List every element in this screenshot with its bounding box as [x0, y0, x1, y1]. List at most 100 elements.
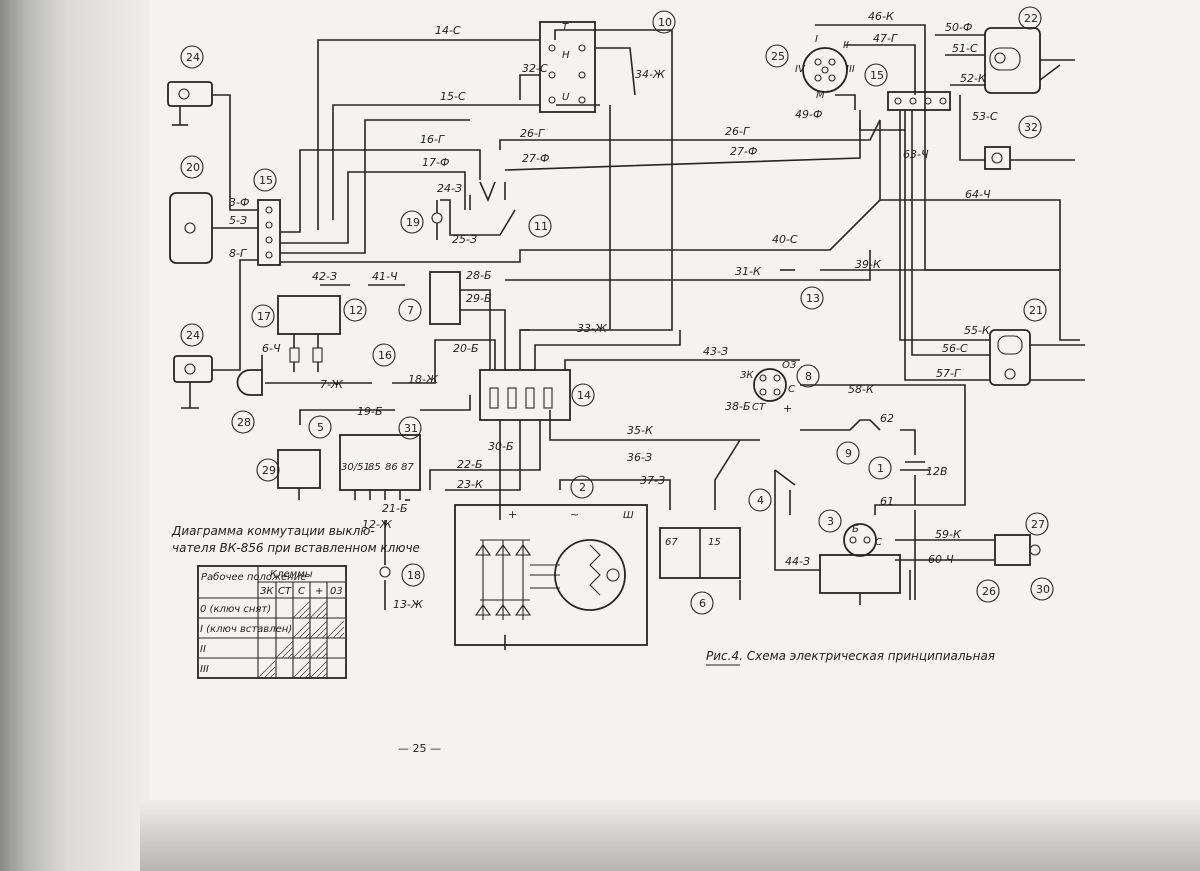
- wire-57: 57-Г: [936, 367, 961, 380]
- wire-38: 38-Б: [725, 400, 751, 413]
- gen-pin-sh: Ш: [623, 510, 634, 521]
- wire-55: 55-К: [964, 324, 991, 337]
- wire-23: 23-К: [457, 478, 484, 491]
- label-25: 25: [771, 50, 785, 63]
- label-19: 19: [406, 216, 420, 229]
- wire-50: 50-Ф: [945, 21, 972, 34]
- table-term-st: СТ: [278, 586, 292, 597]
- wire-43: 43-З: [703, 345, 728, 358]
- sw25-pin-M: М: [816, 90, 825, 101]
- wire-17: 17-Ф: [422, 156, 449, 169]
- lamp-27-30: [994, 534, 1041, 566]
- label-6: 6: [699, 597, 706, 610]
- lamp-18: [379, 566, 391, 578]
- component-numbers: 24 20 15 24 17 16 12 7 28 5 29 31 19 11 …: [180, 6, 1054, 615]
- wire-51: 51-С: [952, 42, 978, 55]
- wire-64: 64-Ч: [965, 188, 991, 201]
- wire-29: 29-Б: [466, 292, 492, 305]
- wire-59: 59-К: [935, 528, 962, 541]
- wire-7: 7-Ж: [320, 378, 344, 391]
- ign-pin-st: СТ: [752, 402, 766, 413]
- battery-1: [900, 461, 930, 471]
- wire-35: 35-К: [627, 424, 654, 437]
- wire-53: 53-С: [972, 110, 998, 123]
- wire-22: 22-Б: [457, 458, 483, 471]
- wire-36: 36-З: [627, 451, 652, 464]
- page-number: — 25 —: [398, 742, 441, 755]
- wire-61: 61: [880, 495, 894, 508]
- label-11: 11: [534, 220, 548, 233]
- table-title-line1: Диаграмма коммутации выклю-: [171, 524, 375, 538]
- table-row-2: II: [200, 644, 206, 655]
- label-24b: 24: [186, 329, 200, 342]
- label-27: 27: [1031, 518, 1045, 531]
- wire-27: 27-Ф: [522, 152, 549, 165]
- starter-pin-b: Б: [852, 524, 859, 535]
- ign-pin-o3: ОЗ: [782, 360, 797, 371]
- relay-17: [277, 295, 341, 372]
- wire-58: 58-К: [848, 383, 875, 396]
- ign-pin-plus: +: [783, 402, 792, 415]
- relay-pin-86: 86: [385, 462, 398, 473]
- wire-15: 15-С: [440, 90, 466, 103]
- lamp-22-right: [984, 27, 1041, 94]
- generator-2: [454, 504, 648, 650]
- commutation-diagram: Диаграмма коммутации выклю- чателя ВК-85…: [171, 524, 420, 679]
- wire-labels: 14-С 15-С 16-Г 26-Г 17-Ф 27-Ф 26-Г 27-Ф …: [229, 10, 998, 611]
- wire-39: 39-К: [855, 258, 882, 271]
- relay-pin-87: 87: [401, 462, 414, 473]
- table-term-c: С: [298, 586, 305, 597]
- figure-caption: Рис.4. Схема электрическая принципиальна…: [706, 649, 995, 663]
- label-28: 28: [237, 416, 251, 429]
- connector-15-left: [257, 199, 281, 266]
- starter-3: [819, 523, 901, 605]
- wire-34: 34-Ж: [635, 68, 666, 81]
- left-wiring: [212, 94, 871, 610]
- table-row-1: I (ключ вставлен): [200, 624, 292, 635]
- wire-27-right: 27-Ф: [730, 145, 757, 158]
- table-term-plus: +: [315, 586, 323, 597]
- label-1: 1: [877, 462, 884, 475]
- wire-56: 56-С: [942, 342, 968, 355]
- wire-26-right: 26-Г: [725, 125, 750, 138]
- relay-pin-85: 85: [368, 462, 381, 473]
- wire-31: 31-К: [735, 265, 762, 278]
- ignition-switch-8: [753, 368, 787, 402]
- wire-13: 13-Ж: [393, 598, 424, 611]
- wire-44: 44-З: [785, 555, 810, 568]
- label-20: 20: [186, 161, 200, 174]
- label-15b: 15: [870, 69, 884, 82]
- ign-pin-c: С: [788, 384, 795, 395]
- wire-62: 62: [880, 412, 894, 425]
- right-wiring: [559, 24, 1085, 600]
- sw25-pin-II: II: [843, 40, 849, 51]
- pin-labels: 30/51 85 86 87 ЗК ОЗ СТ С + 67 15 + ~ Ш …: [341, 22, 882, 548]
- lamp-32: [984, 146, 1011, 170]
- label-26: 26: [982, 585, 996, 598]
- headlamp-24-top: [167, 81, 213, 126]
- button-9: [849, 419, 881, 431]
- block-7: [429, 271, 461, 325]
- table-head-terminals: Клеммы: [270, 569, 313, 580]
- label-16: 16: [378, 349, 392, 362]
- switch-4: [774, 469, 796, 515]
- wire-28: 28-Б: [466, 269, 492, 282]
- label-21: 21: [1029, 304, 1043, 317]
- label-3: 3: [827, 515, 834, 528]
- label-5: 5: [317, 421, 324, 434]
- wire-49: 49-Ф: [795, 108, 822, 121]
- unit-29: [277, 449, 321, 500]
- label-8: 8: [805, 370, 812, 383]
- table-hatched-cells: [257, 600, 345, 679]
- sw25-pin-I: I: [815, 34, 818, 45]
- table-row-0: 0 (ключ снят): [200, 604, 271, 615]
- sw10-pin-u: U: [562, 92, 570, 103]
- label-13: 13: [806, 292, 820, 305]
- wire-14: 14-С: [435, 24, 461, 37]
- instrument-25: [802, 47, 848, 93]
- table-term-o3: 03: [330, 586, 343, 597]
- wire-18: 18-Ж: [408, 373, 439, 386]
- regulator-6: [659, 527, 741, 579]
- label-24a: 24: [186, 51, 200, 64]
